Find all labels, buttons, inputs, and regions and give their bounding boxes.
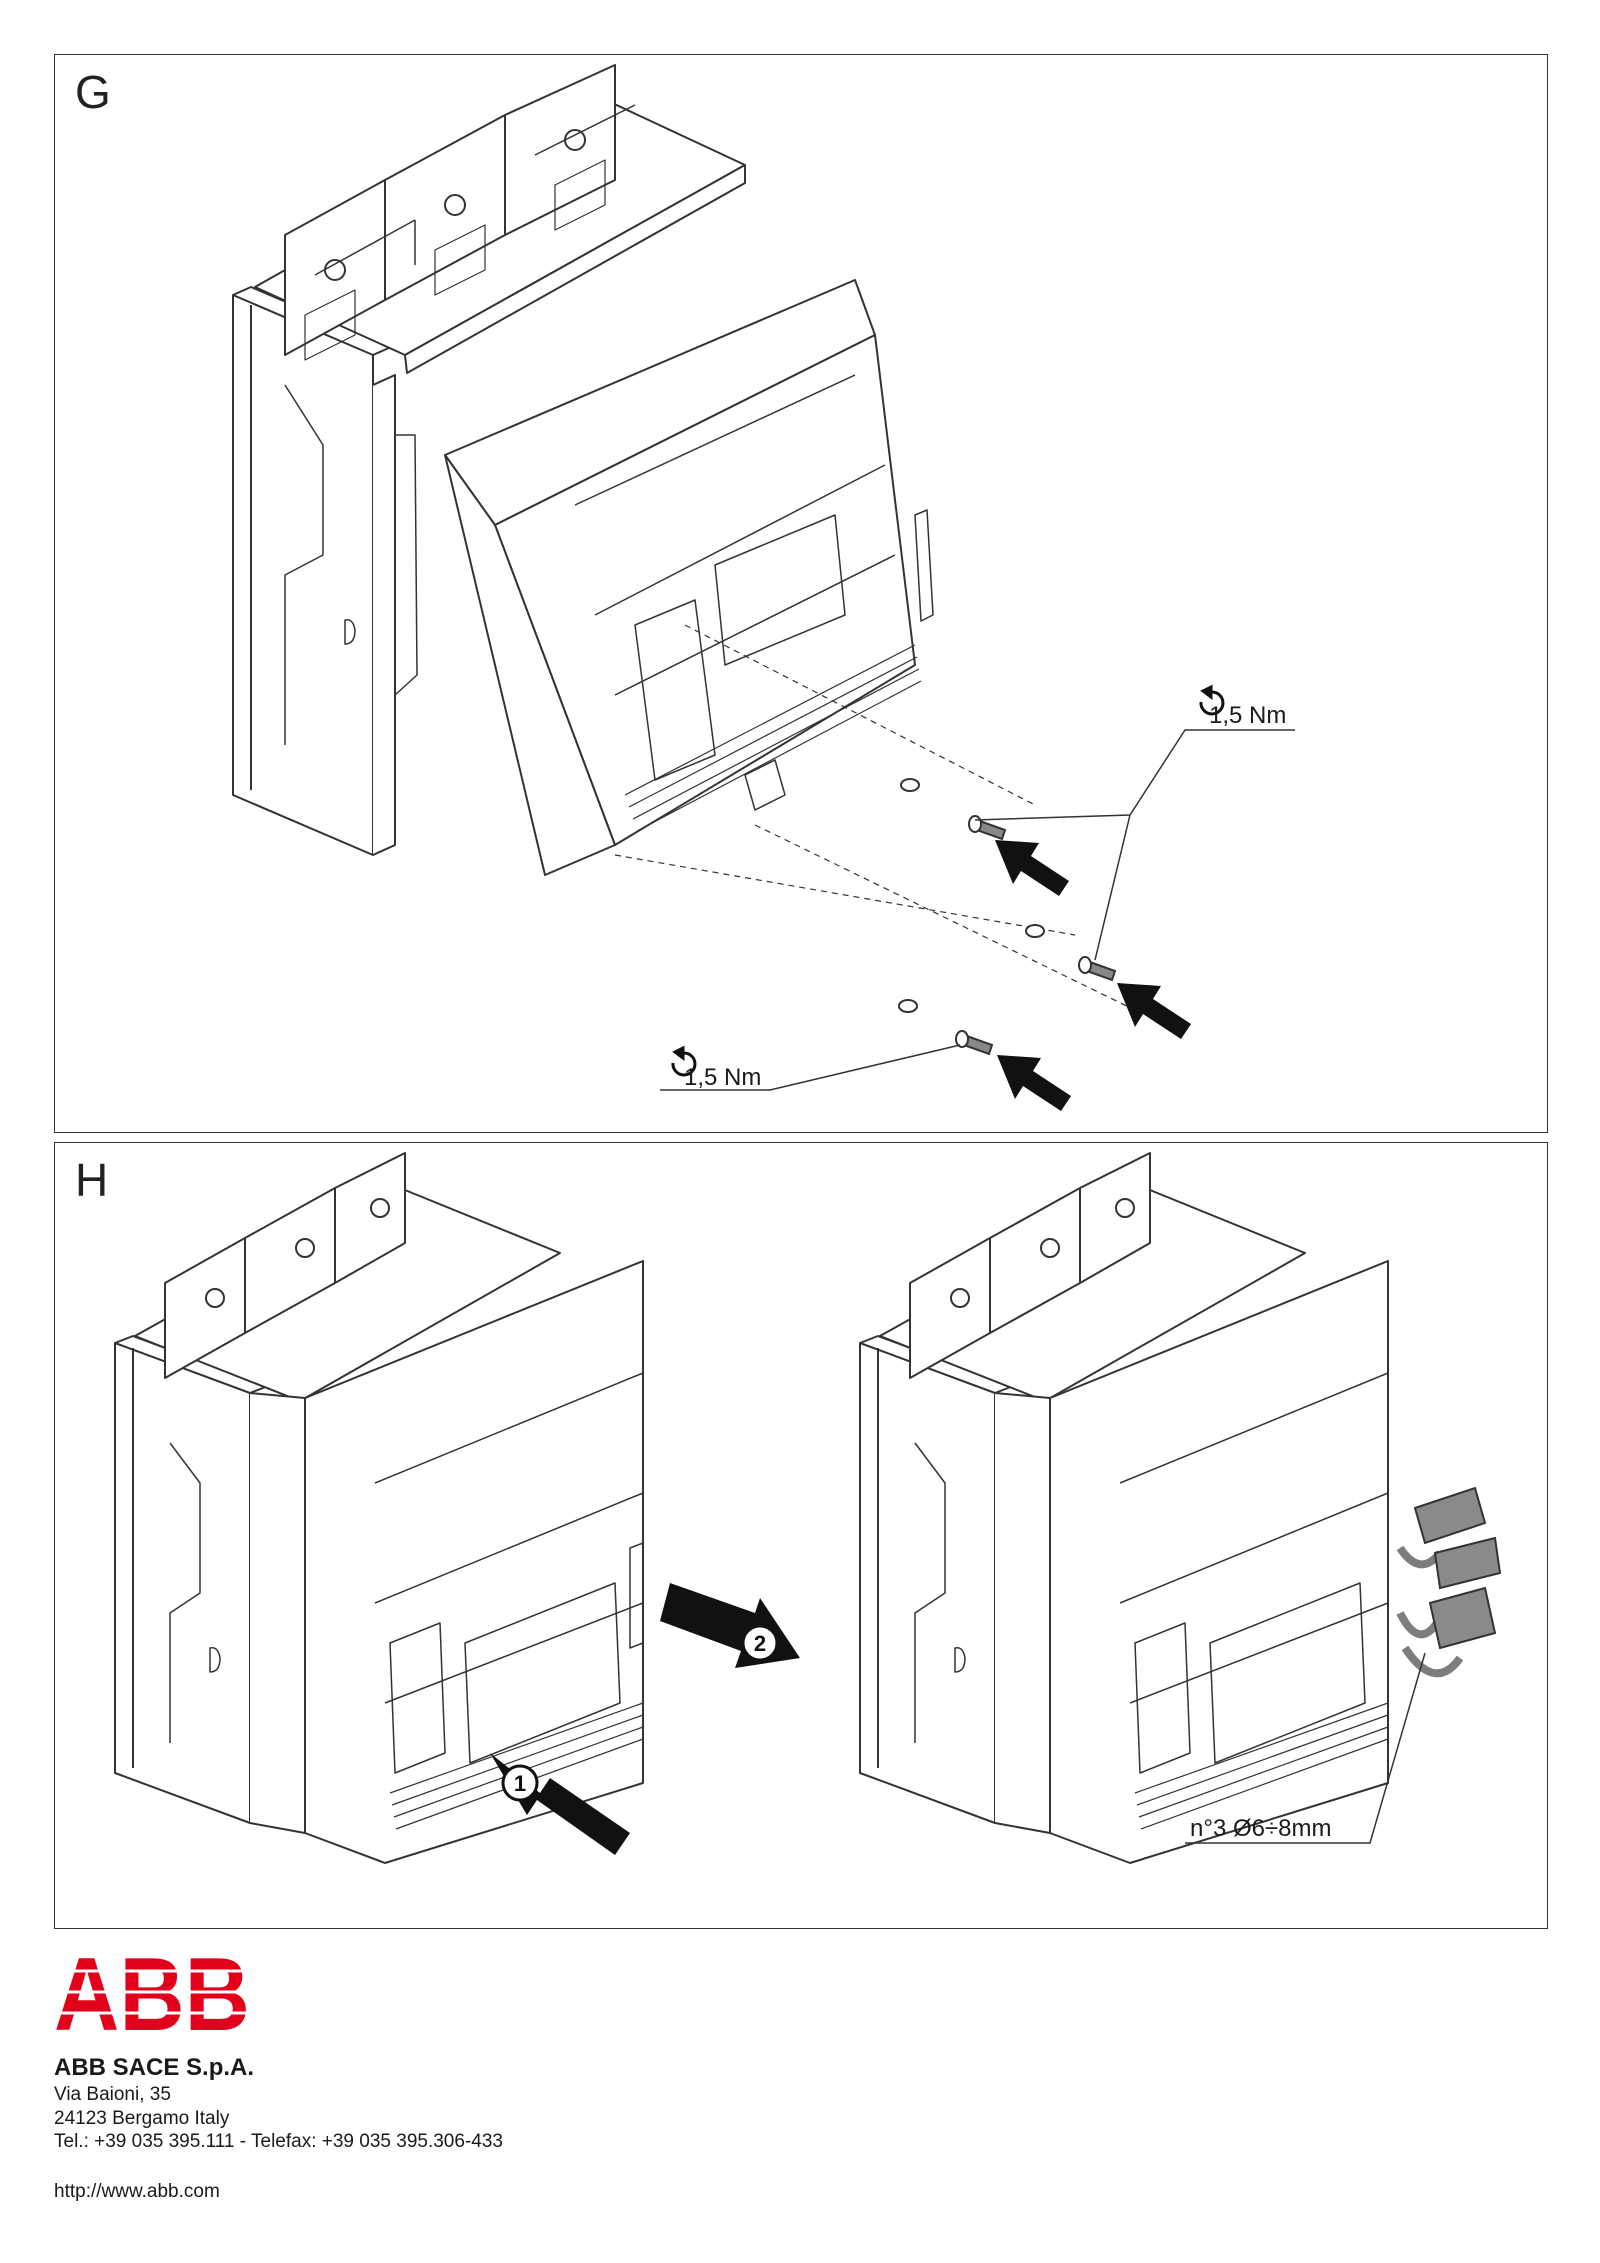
address-street: Via Baioni, 35 <box>54 2084 171 2105</box>
cable-spec-label: n°3 Ø6÷8mm <box>1190 1815 1331 1842</box>
step-1-label: 1 <box>514 1771 526 1796</box>
torque-label-top: 1,5 Nm <box>1209 702 1286 729</box>
step-1-arrow: 1 <box>490 1753 630 1855</box>
panel-h-drawing: 1 2 <box>114 1152 1502 1864</box>
breaker-front-cover <box>444 279 934 876</box>
torque-icon-bottom <box>671 1045 697 1077</box>
washer-middle <box>1025 924 1045 938</box>
address-city: 24123 Bergamo Italy <box>54 2108 230 2129</box>
panel-g-drawing: 1,5 Nm 1,5 Nm <box>232 64 1295 1111</box>
breaker-side-frame <box>232 286 418 856</box>
website-link[interactable]: http://www.abb.com <box>54 2181 220 2202</box>
terminal-block <box>254 64 746 374</box>
abb-logo: ABB <box>54 1950 250 2034</box>
breaker-right <box>859 1152 1389 1864</box>
company-name: ABB SACE S.p.A. <box>54 2054 255 2081</box>
breaker-left <box>114 1152 644 1864</box>
screw-top <box>968 815 1007 841</box>
panel-letter-g: G <box>75 66 111 118</box>
cable-seals <box>1396 1486 1502 1678</box>
screw-bottom <box>955 1030 994 1056</box>
cable-leader <box>1185 1652 1426 1844</box>
footer: ABB ABB SACE S.p.A. Via Baioni, 35 24123… <box>54 1950 754 2240</box>
arrow-screw-bottom <box>997 1055 1071 1111</box>
torque-label-bottom: 1,5 Nm <box>684 1064 761 1091</box>
step-2-arrow: 2 <box>660 1583 800 1668</box>
assembly-guide-lines <box>614 624 1136 1011</box>
panel-letter-h: H <box>75 1154 109 1206</box>
torque-leaders <box>660 729 1295 1091</box>
torque-icon-top <box>1199 684 1225 716</box>
arrow-screw-middle <box>1117 983 1191 1039</box>
arrow-screw-top <box>995 840 1069 896</box>
step-2-label: 2 <box>754 1631 766 1656</box>
screws-and-washers <box>898 778 1117 1056</box>
panel-h: H 1 2 <box>54 1142 1548 1929</box>
panel-g: G <box>54 54 1548 1133</box>
washer-top <box>900 778 920 792</box>
insertion-arrows <box>995 840 1191 1111</box>
contact-phone: Tel.: +39 035 395.111 - Telefax: +39 035… <box>54 2131 503 2152</box>
screw-middle <box>1078 956 1117 982</box>
washer-bottom <box>898 999 918 1013</box>
